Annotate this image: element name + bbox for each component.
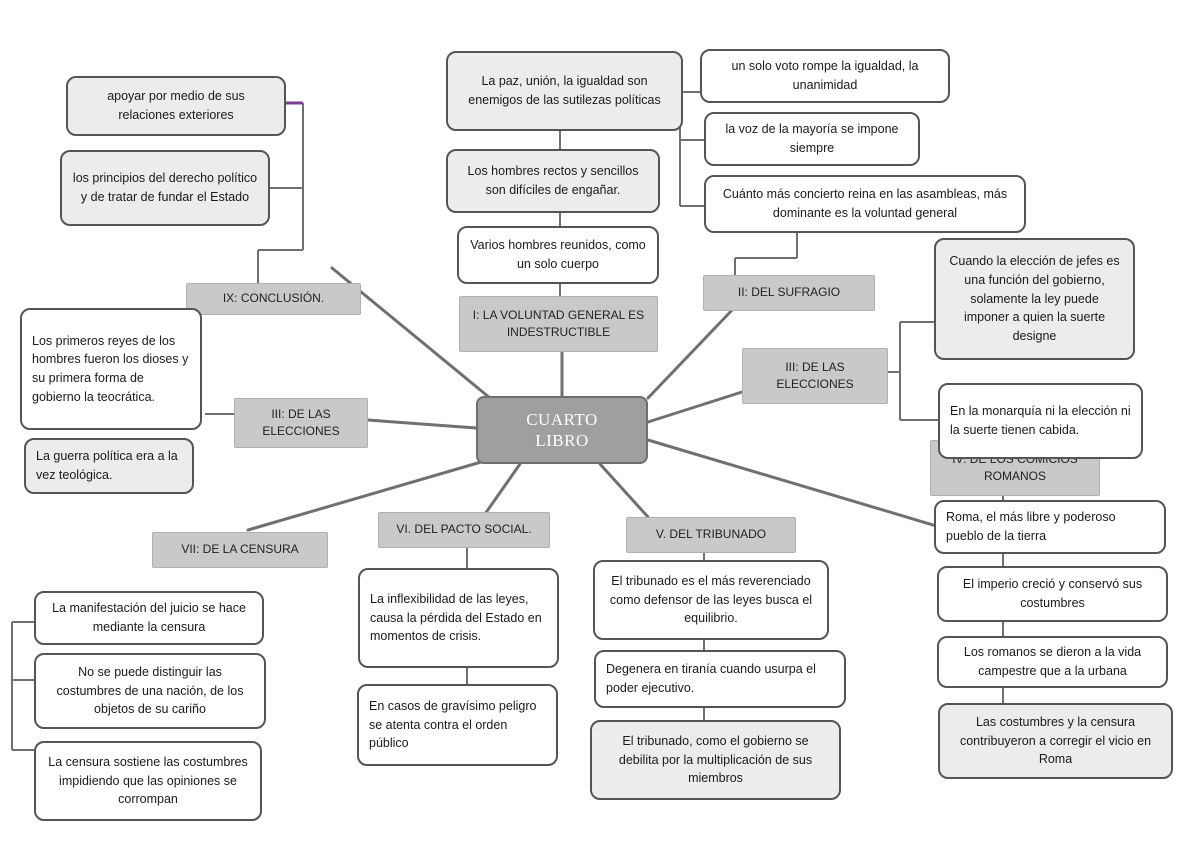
node-no-distinguir[interactable]: No se puede distinguir las costumbres de…: [34, 653, 266, 729]
node-inflexibilidad[interactable]: La inflexibilidad de las leyes, causa la…: [358, 568, 559, 668]
node-tribunado-reverenciado[interactable]: El tribunado es el más reverenciado como…: [593, 560, 829, 640]
header-voluntad[interactable]: I: LA VOLUNTAD GENERAL ES INDESTRUCTIBLE: [459, 296, 658, 352]
node-imperio[interactable]: El imperio creció y conservó sus costumb…: [937, 566, 1168, 622]
header-sufragio[interactable]: II: DEL SUFRAGIO: [703, 275, 875, 311]
spoke-censura: [246, 458, 490, 532]
node-gravisimo[interactable]: En casos de gravísimo peligro se atenta …: [357, 684, 558, 766]
node-eleccion-jefes[interactable]: Cuando la elección de jefes es una funci…: [934, 238, 1135, 360]
node-principios[interactable]: los principios del derecho político y de…: [60, 150, 270, 226]
node-degenera[interactable]: Degenera en tiranía cuando usurpa el pod…: [594, 650, 846, 708]
header-censura[interactable]: VII: DE LA CENSURA: [152, 532, 328, 568]
spoke-comicios: [646, 438, 952, 532]
node-mayoria[interactable]: la voz de la mayoría se impone siempre: [704, 112, 920, 166]
spoke-sufragio: [646, 305, 737, 400]
node-primeros-reyes[interactable]: Los primeros reyes de los hombres fueron…: [20, 308, 202, 430]
header-tribunado[interactable]: V. DEL TRIBUNADO: [626, 517, 796, 553]
spoke-pacto: [483, 462, 522, 516]
central-topic[interactable]: CUARTO LIBRO: [476, 396, 648, 464]
central-topic-label: CUARTO LIBRO: [526, 409, 598, 450]
node-un-voto[interactable]: un solo voto rompe la igualdad, la unani…: [700, 49, 950, 103]
node-sostiene[interactable]: La censura sostiene las costumbres impid…: [34, 741, 262, 821]
node-hombres-rectos[interactable]: Los hombres rectos y sencillos son difíc…: [446, 149, 660, 213]
node-roma-libre[interactable]: Roma, el más libre y poderoso pueblo de …: [934, 500, 1166, 554]
header-pacto[interactable]: VI. DEL PACTO SOCIAL.: [378, 512, 550, 548]
node-paz[interactable]: La paz, unión, la igualdad son enemigos …: [446, 51, 683, 131]
spoke-tribunado: [598, 462, 650, 519]
header-elecciones-right[interactable]: III: DE LAS ELECCIONES: [742, 348, 888, 404]
node-guerra[interactable]: La guerra política era a la vez teológic…: [24, 438, 194, 494]
header-elecciones-left[interactable]: III: DE LAS ELECCIONES: [234, 398, 368, 448]
node-apoyar[interactable]: apoyar por medio de sus relaciones exter…: [66, 76, 286, 136]
node-manifestacion[interactable]: La manifestación del juicio se hace medi…: [34, 591, 264, 645]
node-tribunado-debilita[interactable]: El tribunado, como el gobierno se debili…: [590, 720, 841, 800]
node-varios-hombres[interactable]: Varios hombres reunidos, como un solo cu…: [457, 226, 659, 284]
spoke-elecciones-right: [646, 390, 744, 424]
node-monarquia[interactable]: En la monarquía ni la elección ni la sue…: [938, 383, 1143, 459]
node-romanos-vida[interactable]: Los romanos se dieron a la vida campestr…: [937, 636, 1168, 688]
node-concierto[interactable]: Cuánto más concierto reina en las asambl…: [704, 175, 1026, 233]
node-costumbres-censura[interactable]: Las costumbres y la censura contribuyero…: [938, 703, 1173, 779]
header-conclusion[interactable]: IX: CONCLUSIÓN.: [186, 283, 361, 315]
spoke-elecciones-left: [366, 418, 478, 430]
